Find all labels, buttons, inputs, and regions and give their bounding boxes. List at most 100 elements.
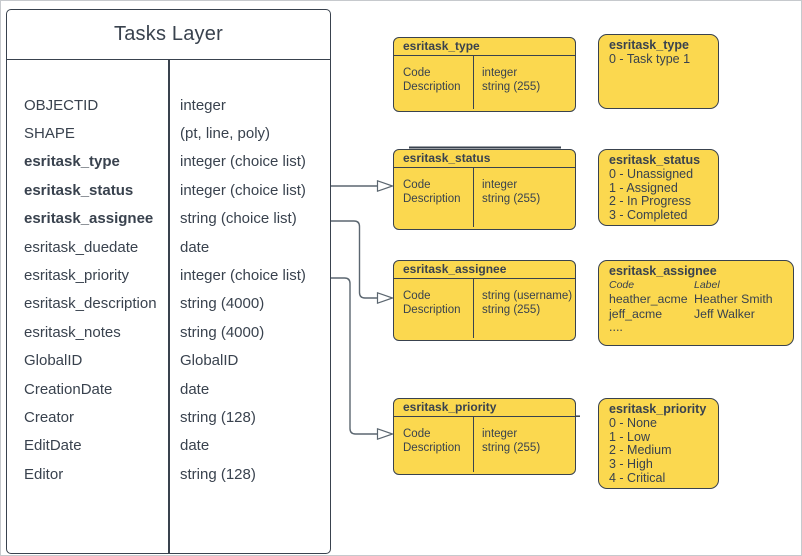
domain-table-body: Code Description string (username) strin… [394, 279, 575, 338]
field-row: esritask_notes string (4000) [7, 318, 330, 346]
values-box-title: esritask_priority [609, 402, 707, 416]
type-column: integer string (255) [474, 56, 575, 109]
cell-field: Description [403, 303, 461, 316]
column-header-label: Label [694, 279, 720, 291]
domain-table-esritask-assignee: esritask_assignee Code Description strin… [393, 260, 576, 341]
field-name: esritask_status [24, 181, 134, 199]
connector-priority [331, 277, 378, 435]
type-column: integer string (255) [474, 168, 575, 227]
field-type: date [180, 380, 210, 398]
arrowhead-status [376, 179, 395, 193]
field-name: OBJECTID [24, 96, 99, 114]
value-item: 1 - Low [609, 429, 650, 444]
cell-type: integer [482, 428, 518, 440]
domain-table-title: esritask_assignee [394, 261, 575, 279]
value-item: 0 - Task type 1 [609, 52, 691, 66]
value-item: 0 - None [609, 416, 657, 430]
field-row: OBJECTID integer [7, 91, 330, 119]
field-row: esritask_type integer (choice list) [7, 148, 330, 176]
field-name: esritask_description [24, 295, 157, 313]
domain-table-esritask-status: esritask_status Code Description integer… [393, 149, 576, 230]
field-name: CreationDate [24, 380, 113, 398]
field-row: Creator string (128) [7, 403, 330, 431]
cell-field: Code [403, 179, 431, 191]
field-name: esritask_priority [24, 267, 130, 285]
value-item: 2 - Medium [609, 443, 672, 458]
domain-table-body: Code Description integer string (255) [394, 56, 575, 109]
field-name: GlobalID [24, 352, 83, 370]
field-type: string (128) [180, 408, 256, 426]
cell-type: string (255) [482, 441, 541, 454]
cell-field: Description [403, 441, 461, 454]
field-name: Editor [24, 465, 64, 483]
tasks-column-divider [168, 60, 170, 553]
assignee-label: Heather Smith [694, 292, 773, 306]
field-type: string (4000) [180, 323, 265, 341]
field-type: string (4000) [180, 295, 265, 313]
field-name: esritask_type [24, 153, 120, 171]
cell-field: Description [403, 192, 461, 205]
field-row: esritask_priority integer (choice list) [7, 261, 330, 289]
assignee-code: heather_acme [609, 292, 688, 306]
field-type: integer (choice list) [180, 267, 306, 285]
field-name: esritask_duedate [24, 238, 139, 256]
cell-type: integer [482, 179, 518, 191]
field-row: GlobalID GlobalID [7, 347, 330, 375]
field-type: string (128) [180, 465, 256, 483]
cell-field: Code [403, 290, 431, 302]
cell-type: string (255) [482, 192, 541, 205]
field-type: date [180, 238, 210, 256]
column-header-code: Code [609, 279, 635, 291]
type-column: integer string (255) [474, 417, 575, 472]
field-row: esritask_duedate date [7, 233, 330, 261]
domain-table-title: esritask_type [394, 38, 575, 56]
field-name: esritask_notes [24, 323, 121, 341]
field-type: (pt, line, poly) [180, 125, 271, 143]
field-row: esritask_status integer (choice list) [7, 176, 330, 204]
connector-assignee [331, 220, 378, 299]
ellipsis-more-values: .... [609, 320, 623, 334]
values-box-esritask-type: esritask_type 0 - Task type 1 [598, 34, 719, 109]
field-name: esritask_assignee [24, 210, 154, 228]
domain-table-title: esritask_priority [394, 399, 575, 417]
tasks-layer-title: Tasks Layer [7, 10, 330, 60]
values-box-esritask-priority: esritask_priority 0 - None 1 - Low 2 - M… [598, 398, 719, 489]
field-column: Code Description [394, 417, 474, 472]
arrowhead-assignee [376, 291, 395, 305]
type-column: string (username) string (255) [474, 279, 575, 338]
tasks-layer-table: Tasks Layer OBJECTID integer SHAPE (pt, … [6, 9, 331, 554]
cell-type: string (username) [482, 290, 573, 302]
cell-type: string (255) [482, 303, 541, 316]
field-type: string (choice list) [180, 210, 297, 228]
domain-table-esritask-type: esritask_type Code Description integer s… [393, 37, 576, 112]
field-row: Editor string (128) [7, 460, 330, 488]
field-name: EditDate [24, 437, 82, 455]
values-box-title: esritask_assignee [609, 264, 717, 278]
field-type: integer (choice list) [180, 181, 306, 199]
value-item: 1 - Assigned [609, 180, 678, 195]
field-column: Code Description [394, 168, 474, 227]
cell-field: Code [403, 428, 431, 440]
value-item: 3 - Completed [609, 208, 688, 223]
value-item: 4 - Critical [609, 470, 666, 485]
field-row: SHAPE (pt, line, poly) [7, 119, 330, 147]
cell-type: string (255) [482, 80, 541, 93]
domain-table-body: Code Description integer string (255) [394, 417, 575, 472]
field-row: EditDate date [7, 432, 330, 460]
field-column: Code Description [394, 279, 474, 338]
values-box-esritask-status: esritask_status 0 - Unassigned 1 - Assig… [598, 149, 719, 226]
field-type: date [180, 437, 210, 455]
domain-table-title: esritask_status [394, 150, 575, 168]
field-row: esritask_description string (4000) [7, 290, 330, 318]
field-type: integer (choice list) [180, 153, 306, 171]
value-item: 3 - High [609, 457, 653, 472]
value-item: 0 - Unassigned [609, 167, 694, 181]
cell-field: Code [403, 67, 431, 79]
assignee-label: Jeff Walker [694, 306, 755, 321]
field-type: integer [180, 96, 226, 114]
field-column: Code Description [394, 56, 474, 109]
domain-table-body: Code Description integer string (255) [394, 168, 575, 227]
values-box-title: esritask_status [609, 153, 701, 167]
value-item: 2 - In Progress [609, 194, 691, 209]
